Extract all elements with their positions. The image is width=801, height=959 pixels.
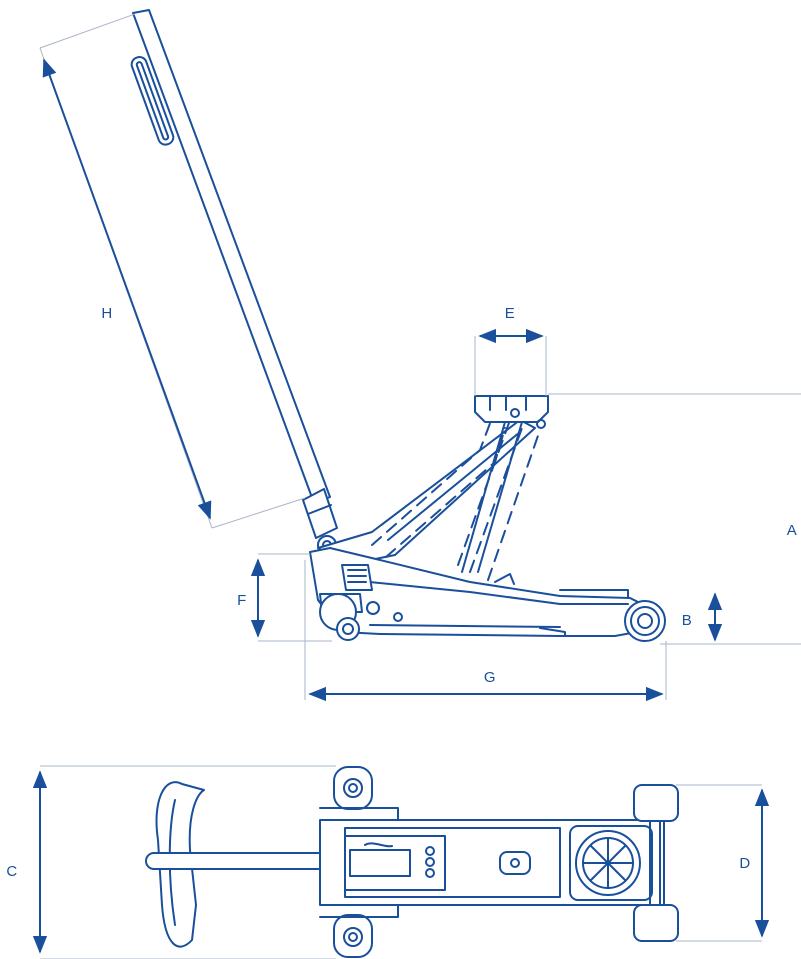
saddle <box>461 395 549 573</box>
handle-top <box>145 781 337 948</box>
side-dimension-arrows <box>42 58 723 702</box>
rear-wheel <box>624 600 666 642</box>
label-d: D <box>739 855 750 872</box>
label-h: H <box>101 305 112 322</box>
pump-assembly <box>319 564 373 641</box>
dimension-labels: H E A F B G C D <box>6 305 798 880</box>
label-f: F <box>237 592 247 609</box>
chassis <box>309 547 649 637</box>
front-wheels-top <box>333 766 373 958</box>
top-dimension-lines <box>40 765 762 959</box>
label-g: G <box>484 669 496 686</box>
label-b: B <box>682 612 693 629</box>
handle <box>130 9 338 555</box>
dimension-arrow-h <box>42 58 212 520</box>
side-view <box>130 9 666 642</box>
label-a: A <box>787 522 798 539</box>
label-e: E <box>505 305 516 322</box>
saddle-top <box>569 825 653 901</box>
rear-wheels-top <box>633 784 679 942</box>
label-c: C <box>6 863 17 880</box>
top-view <box>145 766 679 958</box>
top-dimension-arrows <box>32 770 770 954</box>
